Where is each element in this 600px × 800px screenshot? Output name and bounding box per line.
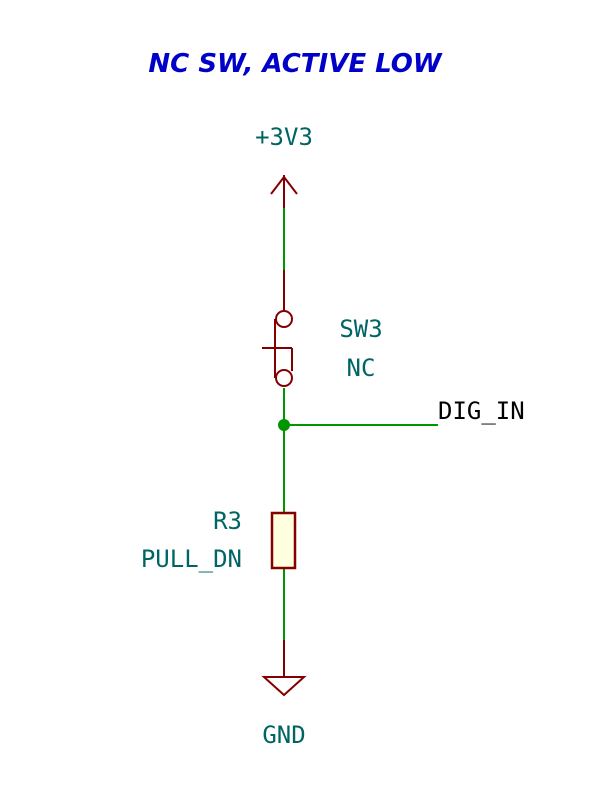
switch-reference: SW3 (339, 315, 382, 343)
ground-label: GND (262, 721, 305, 749)
wires (283, 208, 438, 678)
switch-symbol (262, 270, 293, 387)
resistor-symbol (270, 511, 297, 570)
switch-value: NC (347, 354, 376, 382)
schematic-title: NC SW, ACTIVE LOW (148, 49, 442, 79)
resistor-reference: R3 (213, 507, 242, 535)
power-label: +3V3 (255, 123, 313, 151)
net-label: DIG_IN (438, 397, 525, 425)
junction-dot (278, 419, 290, 431)
resistor-value: PULL_DN (141, 545, 242, 573)
ground-symbol (261, 640, 307, 697)
